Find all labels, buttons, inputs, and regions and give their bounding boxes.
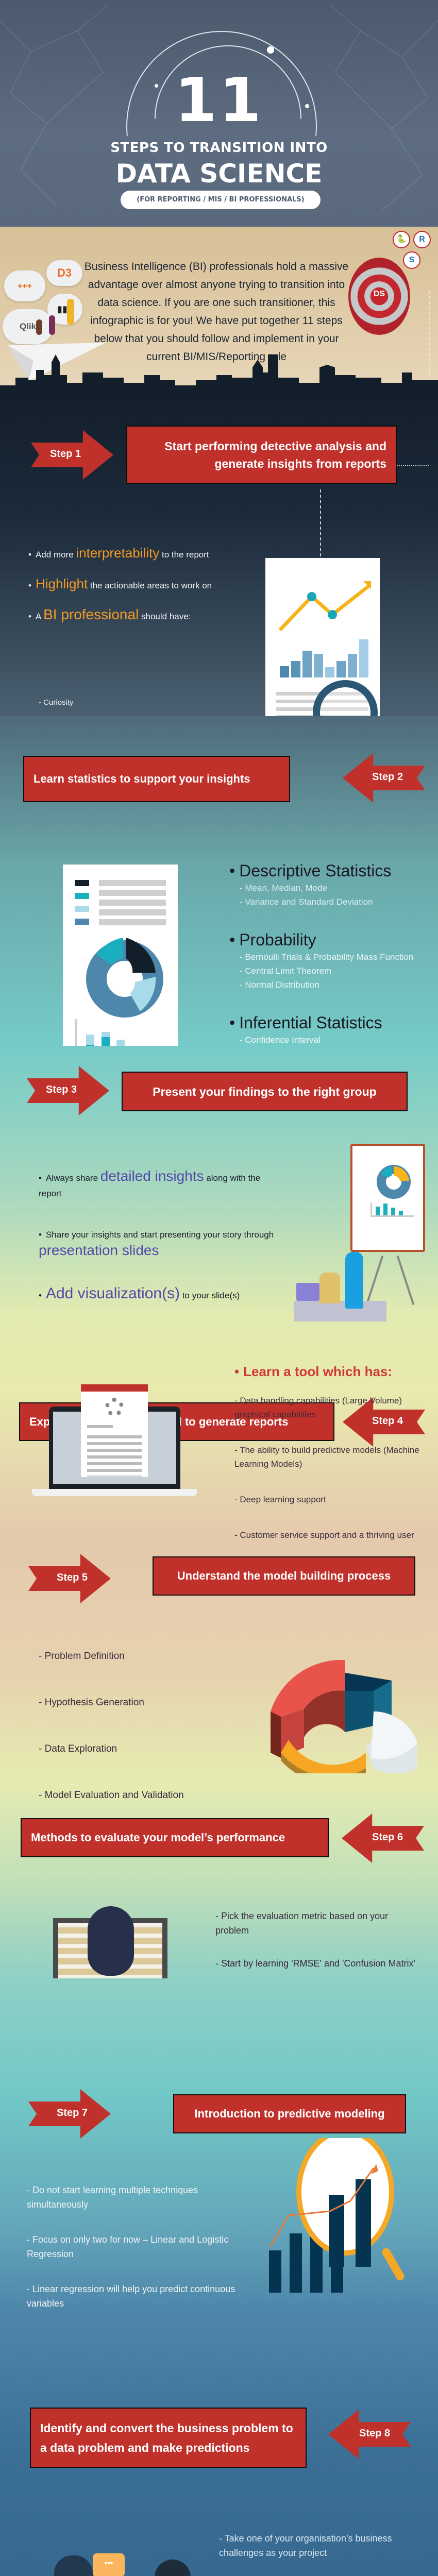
intro-text: Business Intelligence (BI) professionals…: [84, 261, 349, 363]
r-logo-icon: R: [413, 231, 431, 248]
step-2-label: Step 2: [372, 771, 403, 783]
man-figure: [319, 1273, 340, 1303]
step-8-label: Step 8: [359, 2428, 391, 2439]
step-5-label: Step 5: [57, 1572, 88, 1583]
title-line-1: STEPS TO TRANSITION INTO: [110, 140, 328, 156]
speech-bubble-icon: •••: [93, 2553, 125, 2576]
step-2-stats-list: Descriptive Statistics - Mean, Median, M…: [229, 860, 425, 1075]
d3-logo-icon: D3: [46, 260, 82, 286]
step-3-bullets: Always share detailed insights along wit…: [39, 1168, 281, 1303]
header: 11 STEPS TO TRANSITION INTO DATA SCIENCE…: [0, 0, 438, 227]
step-4-label: Step 4: [372, 1415, 403, 1427]
step-6-banner: Methods to evaluate your model’s perform…: [21, 1818, 329, 1857]
bullet-item: Share your insights and start presenting…: [39, 1227, 281, 1260]
title-line-2: DATA SCIENCE: [115, 159, 323, 189]
step-7-label: Step 7: [57, 2107, 88, 2119]
bullet-item: Highlight the actionable areas to work o…: [28, 577, 224, 592]
step-5-banner: Understand the model building process: [153, 1556, 415, 1596]
bullet-item: A BI professional should have:: [28, 607, 224, 623]
presentation-board-icon: [350, 1144, 425, 1252]
step-1-banner: Start performing detective analysis and …: [126, 426, 397, 484]
arc-dot: [267, 46, 274, 54]
person-figure: [49, 315, 55, 335]
arc-dot: [155, 84, 158, 88]
step-2-banner: Learn statistics to support your insight…: [23, 756, 290, 802]
desk-illustration: [294, 1301, 386, 1321]
descriptive-statistics-heading: Descriptive Statistics: [229, 860, 425, 881]
step-4-heading: Learn a tool which has:: [234, 1363, 430, 1380]
step-4-items: - Data handling capabilities (Large Volu…: [234, 1396, 419, 1554]
woman-figure: [345, 1252, 363, 1309]
step-1-label: Step 1: [50, 448, 81, 460]
person-figure: [67, 299, 74, 325]
dotted-connector: [397, 465, 429, 466]
magnifier-growth-chart-icon: [269, 2138, 405, 2293]
network-pattern: [0, 5, 438, 212]
big-number: 11: [174, 64, 264, 135]
step-6-label: Step 6: [372, 1832, 403, 1843]
bullet-item: Always share detailed insights along wit…: [39, 1168, 281, 1201]
bullet-item: Add more interpretability to the report: [28, 546, 224, 562]
dotted-connector: [320, 489, 321, 556]
document-gear-icon: [81, 1384, 148, 1477]
person-figure: [36, 319, 42, 335]
sas-logo-icon: S: [403, 251, 420, 269]
tableau-logo-icon: ✚✚✚: [4, 270, 45, 301]
dotted-connector: [429, 291, 430, 417]
laptop-base: [32, 1489, 197, 1496]
step-3-label: Step 3: [46, 1084, 77, 1095]
arc-dot: [305, 104, 309, 108]
inferential-statistics-heading: Inferential Statistics: [229, 1012, 425, 1033]
qlik-logo-icon: Qlik: [3, 309, 53, 344]
python-logo-icon: 🐍: [393, 231, 410, 248]
laptop-illustration: [296, 1283, 319, 1301]
target-icon: DS: [348, 258, 410, 335]
step-7-banner: Introduction to predictive modeling: [173, 2094, 406, 2133]
subtitle-pill: (FOR REPORTING / MIS / BI PROFESSIONALS): [121, 191, 321, 209]
bullet-item: Add visualization(s) to your slide(s): [39, 1286, 281, 1303]
probability-heading: Probability: [229, 929, 425, 950]
person-head: [88, 1906, 134, 1976]
step-1-bullets: Add more interpretability to the report …: [28, 546, 224, 635]
target-label: DS: [373, 290, 385, 298]
step-3-banner: Present your findings to the right group: [122, 1072, 408, 1111]
step-8-banner: Identify and convert the business proble…: [30, 2408, 307, 2468]
3d-donut-chart-icon: [271, 1660, 417, 1773]
step-8-items: - Take one of your organisation’s busine…: [219, 2533, 392, 2558]
